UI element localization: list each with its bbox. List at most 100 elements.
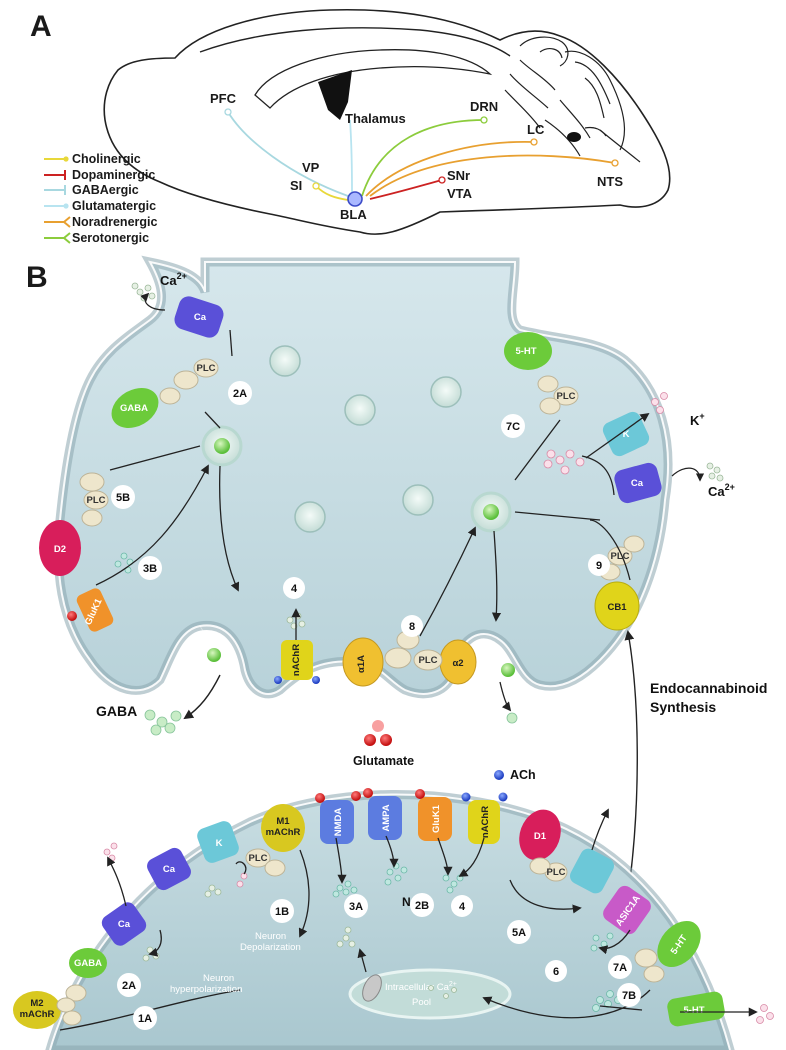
k-channel-postsynaptic: K	[197, 821, 239, 863]
alpha2-receptor: α2	[439, 639, 477, 685]
svg-text:D1: D1	[534, 831, 547, 842]
panel-b: B Ca GABA D2	[13, 255, 774, 1050]
label-lc: LC	[527, 122, 545, 137]
svg-text:NMDA: NMDA	[333, 808, 344, 837]
svg-text:1A: 1A	[138, 1013, 152, 1025]
asic1a-receptor: ASIC1A	[603, 885, 651, 935]
pathway-arrows-postsynaptic	[59, 808, 758, 1031]
ca-channel-right: Ca	[614, 462, 662, 504]
pfc-projection	[227, 111, 349, 197]
synaptic-ligands	[315, 770, 508, 803]
brainstem-spot	[567, 132, 581, 142]
ca-channel-postsynaptic-2: Ca	[147, 847, 191, 891]
svg-text:PLC: PLC	[557, 391, 576, 402]
svg-text:Dopaminergic: Dopaminergic	[72, 168, 155, 182]
glutamate-ligand	[67, 611, 77, 621]
step-2a-top: 2A	[228, 381, 252, 405]
glutamate-label: Glutamate	[353, 754, 414, 768]
k-efflux-arrow	[585, 412, 650, 459]
k-channel-presynaptic: K	[602, 411, 650, 457]
gaba-label: GABA	[96, 703, 137, 719]
g-protein-left-top: PLC	[159, 358, 219, 405]
svg-text:8: 8	[409, 621, 415, 633]
label-si: SI	[290, 178, 302, 193]
legend-item-cholinergic: Cholinergic	[44, 152, 141, 166]
5ht2a-receptor: 5-HT	[657, 920, 701, 968]
ventricle-shape	[318, 70, 352, 120]
panel-b-letter: B	[26, 261, 48, 294]
5ht1a-receptor: 5-HT	[504, 332, 552, 370]
svg-text:D2: D2	[54, 544, 66, 555]
svg-text:Ca: Ca	[163, 864, 176, 875]
svg-text:α2: α2	[452, 658, 463, 669]
svg-text:Ca: Ca	[118, 919, 131, 930]
svg-text:K: K	[216, 838, 223, 849]
svg-text:5B: 5B	[116, 492, 130, 504]
label-bla: BLA	[340, 207, 367, 222]
svg-text:CB1: CB1	[607, 602, 627, 613]
pathway-arrows-presynaptic	[95, 329, 631, 640]
m2-machr-receptor: M2 mAChR	[13, 991, 61, 1029]
svg-text:2A: 2A	[122, 980, 136, 992]
g-protein-right-bottom: PLC	[599, 535, 645, 581]
svg-text:K: K	[623, 429, 630, 440]
nmda-receptor: NMDA	[320, 800, 354, 844]
step-7b: 7B	[617, 983, 641, 1007]
ip3-receptor	[362, 974, 382, 1002]
step-5b: 5B	[111, 485, 135, 509]
svg-text:Serotonergic: Serotonergic	[72, 231, 149, 245]
endocannabinoid-label: Endocannabinoid	[650, 680, 767, 696]
svg-text:3B: 3B	[143, 563, 157, 575]
bla-nucleus	[347, 191, 363, 207]
label-vta: VTA	[447, 186, 473, 201]
nachr-presynaptic: nAChR	[281, 640, 313, 680]
gaba-vesicle-release	[207, 648, 221, 662]
step-5a: 5A	[507, 920, 531, 944]
svg-text:GABAergic: GABAergic	[72, 183, 139, 197]
g-protein-post-5ht2a	[634, 948, 665, 983]
label-vp: VP	[302, 160, 320, 175]
svg-text:GABA: GABA	[74, 958, 102, 969]
hyperpolarization-label-line1: Neuron	[203, 973, 234, 984]
svg-text:α1A: α1A	[356, 655, 367, 673]
d1-receptor: D1	[519, 809, 561, 861]
step-8: 8	[401, 615, 423, 637]
panel-a: A	[30, 8, 671, 245]
presynaptic-terminal	[53, 255, 673, 699]
vesicles	[201, 345, 512, 533]
g-protein-post-left	[56, 984, 87, 1026]
svg-text:Ca: Ca	[194, 312, 207, 323]
label-nts: NTS	[597, 174, 623, 189]
glutamate-vesicle-release	[501, 663, 515, 677]
ca-efflux-arrow-right	[671, 467, 705, 482]
g-protein-left-mid: PLC	[79, 472, 109, 527]
svg-text:M1: M1	[276, 816, 290, 827]
svg-text:2A: 2A	[233, 388, 247, 400]
svg-text:nAChR: nAChR	[480, 806, 491, 838]
ampa-receptor: AMPA	[368, 796, 402, 840]
gabab-receptor-postsynaptic: GABA	[69, 948, 107, 978]
step-1b: 1B	[270, 899, 294, 923]
hyperpolarization-label-line2: hyperpolarization	[170, 984, 242, 995]
ca-channel-postsynaptic-1: Ca	[101, 902, 147, 946]
step-3b: 3B	[138, 556, 162, 580]
step-badges: 2A 5B 3B 4 8 7C 9 1B 3A 2B 4 5A 2A 1A 6 …	[111, 381, 641, 1030]
svg-text:PLC: PLC	[611, 551, 630, 562]
k-ions	[543, 392, 668, 475]
step-7a: 7A	[608, 955, 632, 979]
projection-dots	[224, 108, 619, 190]
cb1-receptor: CB1	[594, 581, 640, 631]
gaba-release-arrow	[183, 674, 221, 720]
ca-ions-top-left	[131, 282, 156, 302]
svg-text:PLC: PLC	[249, 853, 268, 864]
legend-item-glutamatergic: Glutamatergic	[44, 199, 156, 213]
thalamus-projection	[349, 119, 353, 193]
svg-text:2B: 2B	[415, 900, 429, 912]
g-protein-right-top: PLC	[537, 375, 579, 415]
glutamate-molecules	[364, 720, 392, 746]
d2-receptor: D2	[39, 520, 81, 576]
svg-text:9: 9	[596, 560, 602, 572]
k-ion-label: K+	[690, 411, 705, 428]
step-3a: 3A	[344, 894, 368, 918]
nts-projection	[369, 154, 616, 197]
